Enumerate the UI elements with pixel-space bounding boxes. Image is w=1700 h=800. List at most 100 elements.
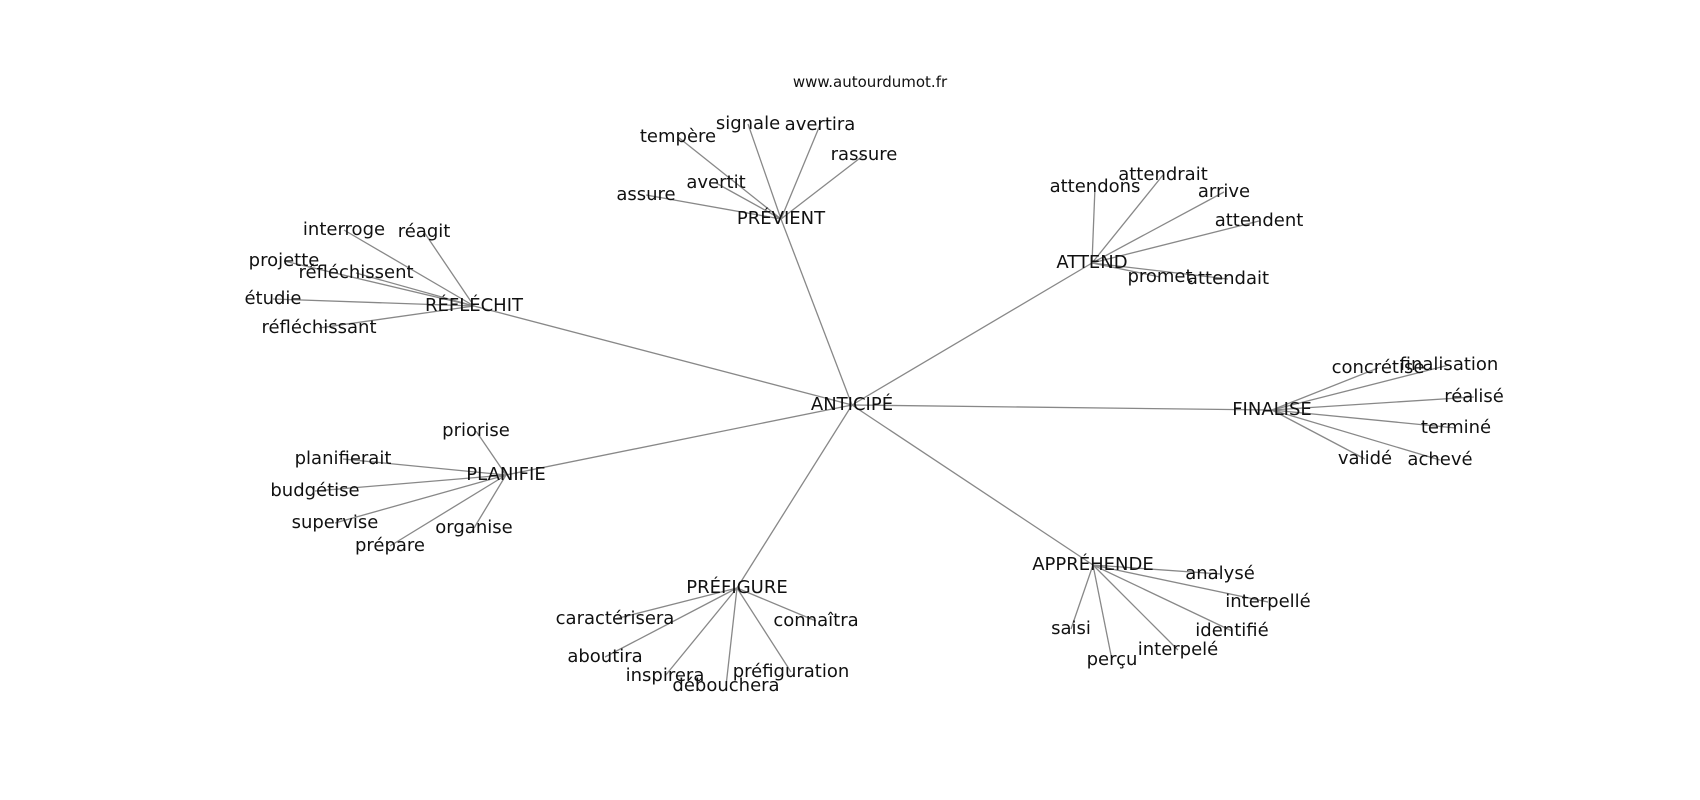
edge-hub-leaf <box>1092 564 1233 632</box>
leaf-node-label: réalisé <box>1444 386 1504 407</box>
hub-node-label: APPRÉHENDE <box>1032 553 1154 575</box>
edge-hub-leaf <box>343 229 475 307</box>
edge-hub-leaf <box>725 587 738 687</box>
hub-node-label: RÉFLÉCHIT <box>425 294 524 316</box>
edge-hub-leaf <box>318 305 475 329</box>
leaf-node-label: réfléchissant <box>261 317 376 338</box>
leaf-node-label: promet <box>1127 266 1192 287</box>
leaf-node-label: projette <box>249 250 320 271</box>
leaf-node-label: réagit <box>398 221 451 242</box>
hub-node-label: PRÉVIENT <box>737 207 826 229</box>
edge-hub-leaf <box>1092 564 1179 651</box>
edge-hub-leaf <box>715 182 782 220</box>
leaf-node-label: interroge <box>303 219 385 240</box>
leaf-node-label: attendent <box>1215 210 1304 231</box>
leaf-node-label: perçu <box>1087 649 1138 670</box>
edge-center-hub <box>780 218 853 406</box>
leaf-node-label: concrétise <box>1332 357 1425 378</box>
edge-hub-leaf <box>736 587 817 622</box>
edge-center-hub <box>851 262 1093 406</box>
edge-hub-leaf <box>747 123 782 220</box>
leaf-node-label: débouchera <box>672 675 779 696</box>
edge-hub-leaf <box>736 587 792 673</box>
leaf-node-label: interpellé <box>1225 591 1311 612</box>
edge-hub-leaf <box>1271 367 1379 411</box>
edge-hub-leaf <box>645 194 782 220</box>
edge-hub-leaf <box>780 124 821 220</box>
edge-hub-leaf <box>1271 396 1475 411</box>
leaf-node-label: rassure <box>831 144 898 165</box>
leaf-node-label: analysé <box>1185 563 1255 584</box>
edge-hub-leaf <box>1092 564 1221 575</box>
edge-hub-leaf <box>1271 364 1450 411</box>
edge-hub-leaf <box>1070 564 1094 630</box>
leaf-node-label: attendait <box>1187 268 1269 289</box>
edge-hub-leaf <box>664 587 738 677</box>
leaf-node-label: attendrait <box>1118 164 1208 185</box>
leaf-node-label: saisi <box>1051 618 1091 639</box>
edge-hub-leaf <box>1091 262 1229 280</box>
hub-node-label: FINALISE <box>1232 399 1312 420</box>
leaf-node-label: identifié <box>1195 620 1268 641</box>
edge-hub-leaf <box>389 474 507 547</box>
leaf-node-label: aboutira <box>567 646 642 667</box>
edge-center-hub <box>851 404 1094 566</box>
leaf-node-label: supervise <box>292 512 379 533</box>
leaf-node-label: réfléchissent <box>298 262 413 283</box>
leaf-node-label: organise <box>435 517 512 538</box>
center-node-label: ANTICIPÉ <box>811 393 893 415</box>
edge-hub-leaf <box>1091 262 1161 278</box>
edge-hub-leaf <box>334 474 507 524</box>
edge-hub-leaf <box>423 231 475 307</box>
edge-hub-leaf <box>1091 191 1225 264</box>
edge-hub-leaf <box>342 458 507 476</box>
edge-center-hub <box>851 404 1273 411</box>
leaf-node-label: avertit <box>686 172 745 193</box>
leaf-node-label: signale <box>716 113 780 134</box>
leaf-node-label: budgétise <box>270 480 359 501</box>
leaf-node-label: achevé <box>1407 449 1472 470</box>
edge-hub-leaf <box>604 587 738 658</box>
edge-hub-leaf <box>283 260 475 307</box>
leaf-node-label: avertira <box>785 114 856 135</box>
leaf-node-label: terminé <box>1421 417 1491 438</box>
edge-center-hub <box>736 404 853 589</box>
leaf-node-label: tempère <box>640 126 716 147</box>
edge-center-hub <box>473 305 853 406</box>
edge-hub-leaf <box>1092 564 1269 603</box>
leaf-node-label: attendons <box>1050 176 1141 197</box>
hub-node-label: ATTEND <box>1056 252 1127 273</box>
leaf-node-label: planifierait <box>295 448 392 469</box>
edge-hub-leaf <box>1091 220 1260 264</box>
edge-hub-leaf <box>614 587 738 620</box>
leaf-node-label: inspirera <box>626 665 705 686</box>
edge-hub-leaf <box>1271 409 1441 461</box>
edge-hub-leaf <box>1271 409 1366 460</box>
leaf-node-label: arrive <box>1198 181 1250 202</box>
edge-hub-leaf <box>1091 174 1164 264</box>
edges-layer <box>272 123 1475 687</box>
leaf-node-label: priorise <box>442 420 510 441</box>
leaf-node-label: préfiguration <box>733 661 850 682</box>
source-label: www.autourdumot.fr <box>792 73 948 91</box>
leaf-node-label: assure <box>616 184 675 205</box>
leaf-node-label: finalisation <box>1400 354 1499 375</box>
edge-hub-leaf <box>1271 409 1457 429</box>
leaf-node-label: connaîtra <box>773 610 858 631</box>
edge-hub-leaf <box>272 298 475 307</box>
leaf-node-label: caractérisera <box>556 608 675 629</box>
edge-hub-leaf <box>677 136 782 220</box>
leaf-node-label: prépare <box>355 535 425 556</box>
hub-node-label: PLANIFIE <box>466 464 545 485</box>
edge-hub-leaf <box>1091 186 1096 264</box>
edge-hub-leaf <box>475 430 507 476</box>
edge-center-hub <box>505 404 853 476</box>
edge-hub-leaf <box>355 272 475 307</box>
edge-hub-leaf <box>314 474 507 492</box>
edge-hub-leaf <box>780 154 865 220</box>
leaf-node-label: étudie <box>244 288 301 309</box>
leaf-node-label: interpelé <box>1138 639 1219 660</box>
leaf-node-label: validé <box>1338 448 1392 469</box>
